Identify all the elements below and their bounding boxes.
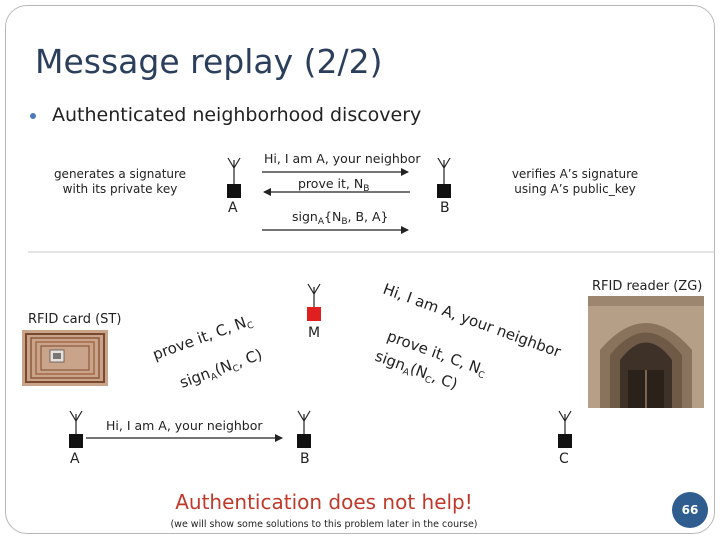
- bottom-msg-hello: Hi, I am A, your neighbor: [106, 418, 263, 433]
- page-number-badge: 66: [672, 492, 708, 528]
- top-msg-signature: signA{NB, B, A}: [292, 209, 389, 227]
- top-msg-hello: Hi, I am A, your neighbor: [264, 151, 421, 166]
- left-msg-sign: signA(NC, C): [177, 345, 265, 393]
- slide-frame: [5, 5, 715, 534]
- bottom-node-c-antenna-icon: [558, 410, 572, 448]
- attacker-node-antenna-icon: [307, 283, 321, 321]
- attacker-node-label: M: [308, 325, 321, 341]
- receiver-note-line2: using A’s public_key: [514, 182, 636, 196]
- top-msg-challenge: prove it, NB: [298, 176, 369, 194]
- sender-note: generates a signature with its private k…: [50, 167, 190, 197]
- rfid-card-image: [22, 330, 108, 386]
- sender-note-line2: with its private key: [62, 182, 178, 196]
- bottom-node-b-label: B: [300, 451, 310, 467]
- bottom-node-b-antenna-icon: [297, 410, 311, 448]
- receiver-note-line1: verifies A’s signature: [511, 167, 639, 181]
- top-node-b-antenna-icon: [437, 157, 451, 198]
- rfid-card-label: RFID card (ST): [28, 312, 122, 327]
- top-node-b-label: B: [440, 200, 450, 216]
- bottom-node-a-antenna-icon: [69, 410, 83, 448]
- bullet-icon: [30, 113, 36, 119]
- receiver-note: verifies A’s signature using A’s public_…: [500, 167, 650, 197]
- footer-footnote: (we will show some solutions to this pro…: [170, 519, 478, 530]
- sender-note-line1: generates a signature: [53, 167, 187, 181]
- bullet-text: Authenticated neighborhood discovery: [52, 104, 422, 126]
- top-node-a-antenna-icon: [227, 157, 241, 198]
- slide-title: Message replay (2/2): [35, 42, 383, 81]
- rfid-reader-label: RFID reader (ZG): [592, 279, 703, 294]
- footer-headline: Authentication does not help!: [175, 490, 473, 514]
- bottom-node-c-label: C: [559, 451, 569, 467]
- bottom-node-a-label: A: [70, 451, 80, 467]
- rfid-reader-image: [588, 296, 704, 408]
- top-node-a-label: A: [228, 200, 238, 216]
